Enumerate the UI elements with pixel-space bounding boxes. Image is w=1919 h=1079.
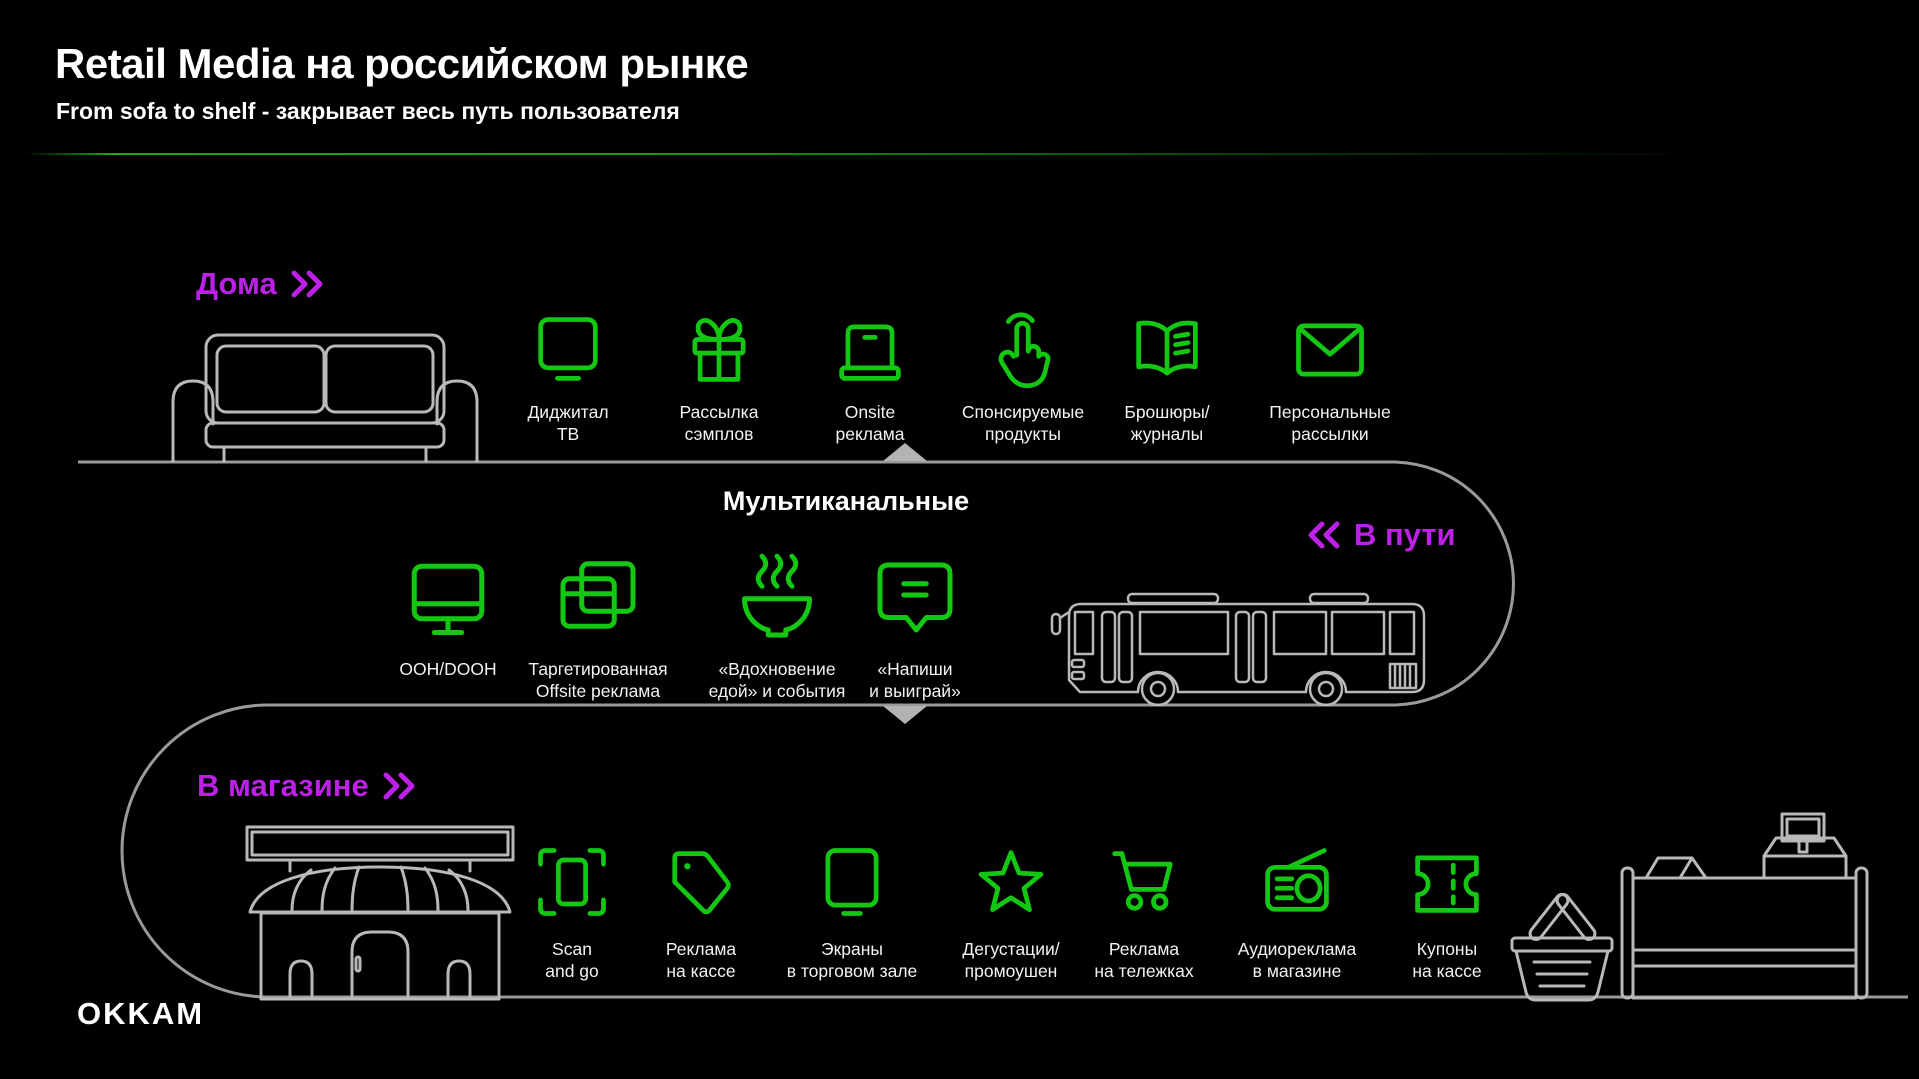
checkout-illustration <box>1620 812 1869 1000</box>
item-label: Экраны в торговом зале <box>786 939 918 982</box>
bus-illustration <box>1050 592 1426 707</box>
item-label: Аудиореклама в магазине <box>1237 939 1357 982</box>
multichannel-heading: Мультиканальные <box>722 486 970 516</box>
item-sponsored-products: Спонсируемые продукты <box>928 308 1118 445</box>
section-label-in-store: В магазине <box>197 768 419 804</box>
item-label: Рассылка сэмплов <box>679 402 759 445</box>
item-label: «Напиши и выиграй» <box>869 659 961 702</box>
item-ooh-dooh: OOH/DOOH <box>348 550 548 680</box>
envelope-icon <box>1288 308 1372 392</box>
scan-frame-icon <box>530 840 614 924</box>
item-label: «Вдохновение едой» и события <box>708 659 846 702</box>
item-cart-ads: Реклама на тележках <box>1049 840 1239 982</box>
item-label: Реклама на тележках <box>1094 939 1194 982</box>
on-the-way-label: В пути <box>1354 517 1456 552</box>
shopping-cart-icon <box>1102 840 1186 924</box>
item-samples: Рассылка сэмплов <box>624 308 814 445</box>
item-checkout-ads: Реклама на кассе <box>606 840 796 982</box>
item-label: Scan and go <box>545 939 599 982</box>
item-food-inspiration: «Вдохновение едой» и события <box>677 550 877 702</box>
okkam-logo: OKKAM <box>77 996 205 1031</box>
radio-icon <box>1255 840 1339 924</box>
direction-arrow-up <box>883 443 927 461</box>
screen-icon <box>810 840 894 924</box>
item-label: Таргетированная Offsite реклама <box>528 659 668 702</box>
steaming-bowl-icon <box>727 550 827 650</box>
store-illustration <box>245 825 515 1001</box>
item-audio-ads: Аудиореклама в магазине <box>1202 840 1392 982</box>
item-offsite-ads: Таргетированная Offsite реклама <box>498 550 698 702</box>
coupon-ticket-icon <box>1405 840 1489 924</box>
item-scan-and-go: Scan and go <box>477 840 667 982</box>
digital-tv-icon <box>526 308 610 392</box>
home-label: Дома <box>196 266 277 301</box>
open-book-icon <box>1125 308 1209 392</box>
section-label-on-the-way: В пути <box>1304 517 1456 553</box>
monitor-icon <box>398 550 498 650</box>
item-personal-mailings: Персональные рассылки <box>1235 308 1425 445</box>
item-label: Onsite реклама <box>835 402 905 445</box>
touch-gesture-icon <box>981 308 1065 392</box>
page-title: Retail Media на российском рынке <box>55 40 749 87</box>
price-tag-icon <box>659 840 743 924</box>
item-label: OOH/DOOH <box>399 659 497 679</box>
item-instore-screens: Экраны в торговом зале <box>757 840 947 982</box>
double-chevron-right-icon <box>289 269 327 299</box>
item-brochures: Брошюры/ журналы <box>1072 308 1262 445</box>
in-store-label: В магазине <box>197 768 369 803</box>
laptop-icon <box>828 308 912 392</box>
item-label: Купоны на кассе <box>1412 939 1482 982</box>
item-tastings: Дегустации/ промоушен <box>916 840 1106 982</box>
item-coupons: Купоны на кассе <box>1352 840 1542 982</box>
item-digital-tv: Диджитал ТВ <box>473 308 663 445</box>
chat-bubble-icon <box>865 550 965 650</box>
gift-icon <box>677 308 761 392</box>
page-subtitle: From sofa to shelf - закрывает весь путь… <box>56 98 680 124</box>
double-chevron-right-icon <box>381 771 419 801</box>
item-onsite-ads: Onsite реклама <box>775 308 965 445</box>
section-label-home: Дома <box>196 266 327 302</box>
header-divider <box>25 153 1715 155</box>
stacked-ads-icon <box>548 550 648 650</box>
star-icon <box>969 840 1053 924</box>
sofa-illustration <box>171 333 479 463</box>
item-label: Диджитал ТВ <box>527 402 609 445</box>
item-label: Брошюры/ журналы <box>1124 402 1210 445</box>
direction-arrow-down <box>883 706 927 724</box>
item-label: Спонсируемые продукты <box>961 402 1085 445</box>
double-chevron-left-icon <box>1304 520 1342 550</box>
item-label: Дегустации/ промоушен <box>962 939 1060 982</box>
item-write-and-win: «Напиши и выиграй» <box>815 550 1015 702</box>
item-label: Реклама на кассе <box>665 939 737 982</box>
item-label: Персональные рассылки <box>1269 402 1391 445</box>
